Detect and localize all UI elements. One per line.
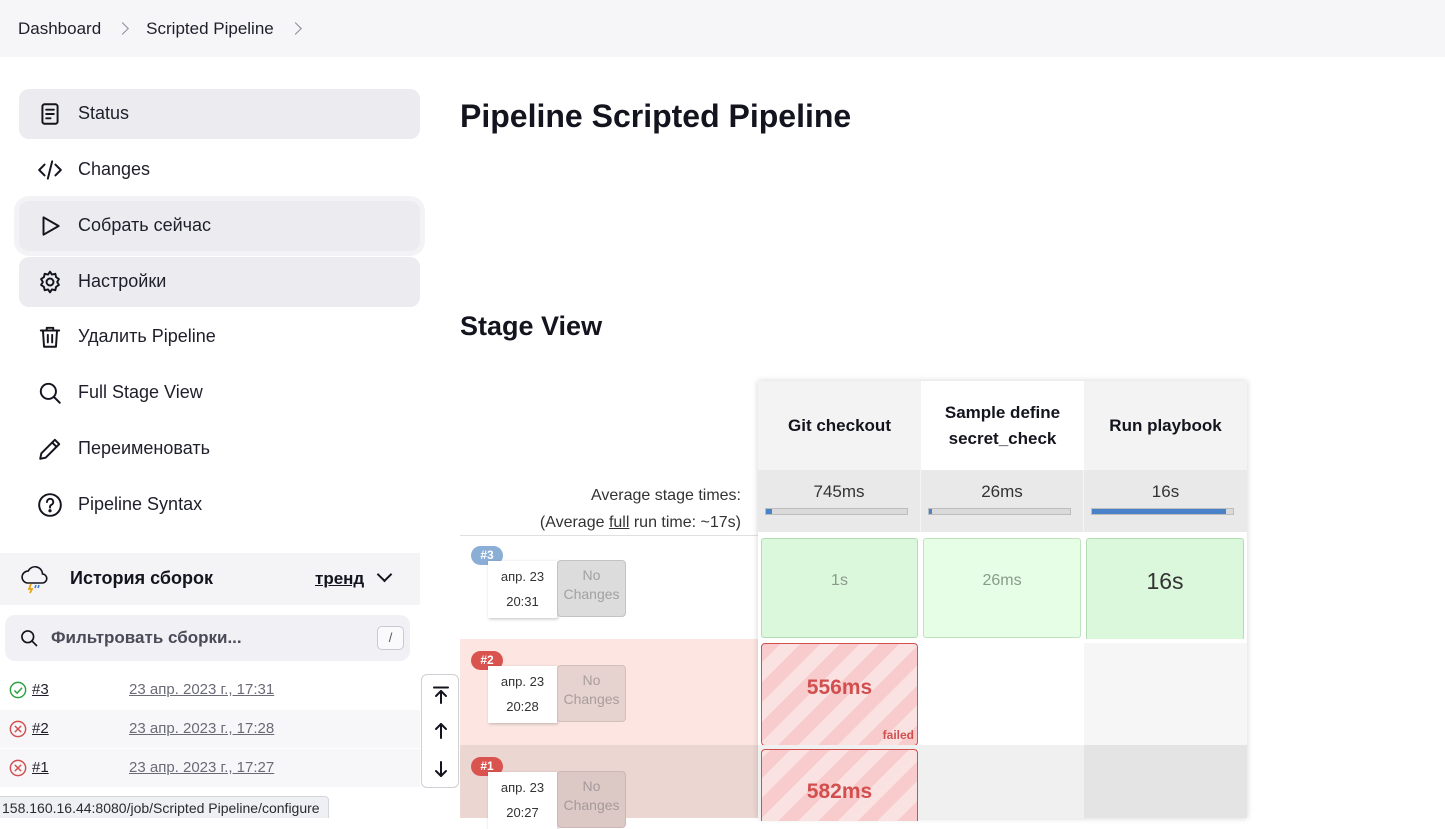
stage-cell-1-git-checkout[interactable]: 582ms xyxy=(761,749,918,821)
sidebar-item-label: Pipeline Syntax xyxy=(78,494,203,514)
stage-cell-2-run-playbook xyxy=(1084,643,1247,745)
build-date-link[interactable]: 23 апр. 2023 г., 17:31 xyxy=(129,681,275,698)
sidebar-item-build-now[interactable]: Собрать сейчас xyxy=(19,201,420,251)
history-scroll-control xyxy=(421,674,459,788)
no-changes-box: No Changes xyxy=(557,665,626,722)
avg-progress-fill xyxy=(929,509,932,514)
chevron-down-icon[interactable] xyxy=(376,566,393,583)
average-times-label: Average stage times: (Average full run t… xyxy=(460,482,741,536)
weather-storm-icon xyxy=(18,563,50,595)
stage-view-title: Stage View xyxy=(460,311,603,341)
avg-progress-fill xyxy=(1092,509,1226,514)
code-icon xyxy=(37,157,63,183)
avg-progress-bar xyxy=(765,508,908,515)
build-row: #1 23 апр. 2023 г., 17:27 xyxy=(0,749,420,787)
status-bar-url: 158.160.16.44:8080/job/Scripted Pipeline… xyxy=(0,796,329,818)
sidebar-item-settings[interactable]: Настройки xyxy=(19,257,420,307)
scroll-down-icon[interactable] xyxy=(431,759,451,779)
full-run-link[interactable]: full xyxy=(608,514,630,531)
sidebar-item-delete-pipeline[interactable]: Удалить Pipeline xyxy=(19,312,420,362)
sidebar-item-changes[interactable]: Changes xyxy=(19,145,420,195)
sidebar-item-label: Переименовать xyxy=(78,438,210,458)
play-icon xyxy=(37,213,63,239)
sidebar-item-rename[interactable]: Переименовать xyxy=(19,424,420,474)
page-title: Pipeline Scripted Pipeline xyxy=(460,98,852,134)
run-badge[interactable]: #3 xyxy=(471,546,503,565)
build-history-title: История сборок xyxy=(70,568,213,588)
breadcrumb-dashboard[interactable]: Dashboard xyxy=(18,18,102,38)
search-icon xyxy=(19,628,39,648)
trend-link[interactable]: тренд xyxy=(315,569,365,588)
build-number-link[interactable]: #2 xyxy=(32,720,49,737)
sidebar-item-full-stage-view[interactable]: Full Stage View xyxy=(19,368,420,418)
stage-header-git-checkout: Git checkout xyxy=(758,381,921,470)
help-icon xyxy=(37,492,63,518)
stage-cell-3-git-checkout[interactable]: 1s xyxy=(761,538,918,638)
breadcrumb: Dashboard Scripted Pipeline xyxy=(0,0,1445,57)
trash-icon xyxy=(37,324,63,350)
build-date-link[interactable]: 23 апр. 2023 г., 17:27 xyxy=(129,759,275,776)
stage-cell-3-run-playbook[interactable]: 16s xyxy=(1086,538,1244,641)
stage-view-table: Git checkout Sample define secret_check … xyxy=(758,381,1247,821)
build-row: #3 23 апр. 2023 г., 17:31 xyxy=(0,671,420,709)
breadcrumb-scripted-pipeline[interactable]: Scripted Pipeline xyxy=(146,18,274,38)
run-badge[interactable]: #1 xyxy=(471,757,503,776)
stage-header-run-playbook: Run playbook xyxy=(1084,381,1247,470)
avg-run-label: (Average full run time: ~17s) xyxy=(539,514,741,531)
run-badge[interactable]: #2 xyxy=(471,651,503,670)
stage-header-sample-define: Sample define secret_check xyxy=(944,402,1061,448)
build-number-link[interactable]: #3 xyxy=(32,681,49,698)
build-date-link[interactable]: 23 апр. 2023 г., 17:28 xyxy=(129,720,275,737)
build-filter: / xyxy=(5,615,410,661)
avg-progress-bar xyxy=(928,508,1071,515)
build-history-header: История сборок тренд xyxy=(0,553,420,605)
stage-cell-1-run-playbook xyxy=(1084,745,1247,818)
sidebar-item-status[interactable]: Status xyxy=(19,89,420,139)
build-row: #2 23 апр. 2023 г., 17:28 xyxy=(0,710,420,748)
avg-progress-bar xyxy=(1091,508,1234,515)
scroll-up-icon[interactable] xyxy=(431,721,451,741)
scroll-top-icon[interactable] xyxy=(431,685,451,705)
failed-icon xyxy=(9,720,27,738)
failed-label: failed xyxy=(882,728,914,742)
avg-time-run-playbook: 16s xyxy=(1084,470,1247,532)
search-icon xyxy=(37,380,63,406)
failed-icon xyxy=(9,759,27,777)
pencil-icon xyxy=(37,436,63,462)
sidebar-item-label: Full Stage View xyxy=(78,382,203,402)
success-icon xyxy=(9,681,27,699)
sidebar-item-label: Собрать сейчас xyxy=(78,215,212,235)
avg-time-sample-define: 26ms xyxy=(921,470,1084,532)
sidebar-item-pipeline-syntax[interactable]: Pipeline Syntax xyxy=(19,480,420,530)
sidebar-item-label: Status xyxy=(78,103,130,123)
sidebar-item-label: Настройки xyxy=(78,271,167,291)
avg-progress-fill xyxy=(766,509,772,514)
chevron-right-icon xyxy=(116,22,130,35)
stage-cell-3-sample-define[interactable]: 26ms xyxy=(923,538,1081,638)
gear-icon xyxy=(37,269,63,295)
avg-stage-label: Average stage times: xyxy=(590,487,741,504)
no-changes-box: No Changes xyxy=(557,560,626,617)
document-icon xyxy=(37,101,63,127)
build-number-link[interactable]: #1 xyxy=(32,759,49,776)
avg-time-git-checkout: 745ms xyxy=(758,470,921,532)
sidebar-item-label: Удалить Pipeline xyxy=(78,326,216,346)
sidebar-item-label: Changes xyxy=(78,159,151,179)
build-filter-input[interactable] xyxy=(51,625,361,651)
stage-cell-2-git-checkout[interactable]: 556ms failed xyxy=(761,643,918,746)
chevron-right-icon[interactable] xyxy=(288,22,302,35)
filter-shortcut-key: / xyxy=(377,626,404,650)
no-changes-box: No Changes xyxy=(557,771,626,828)
